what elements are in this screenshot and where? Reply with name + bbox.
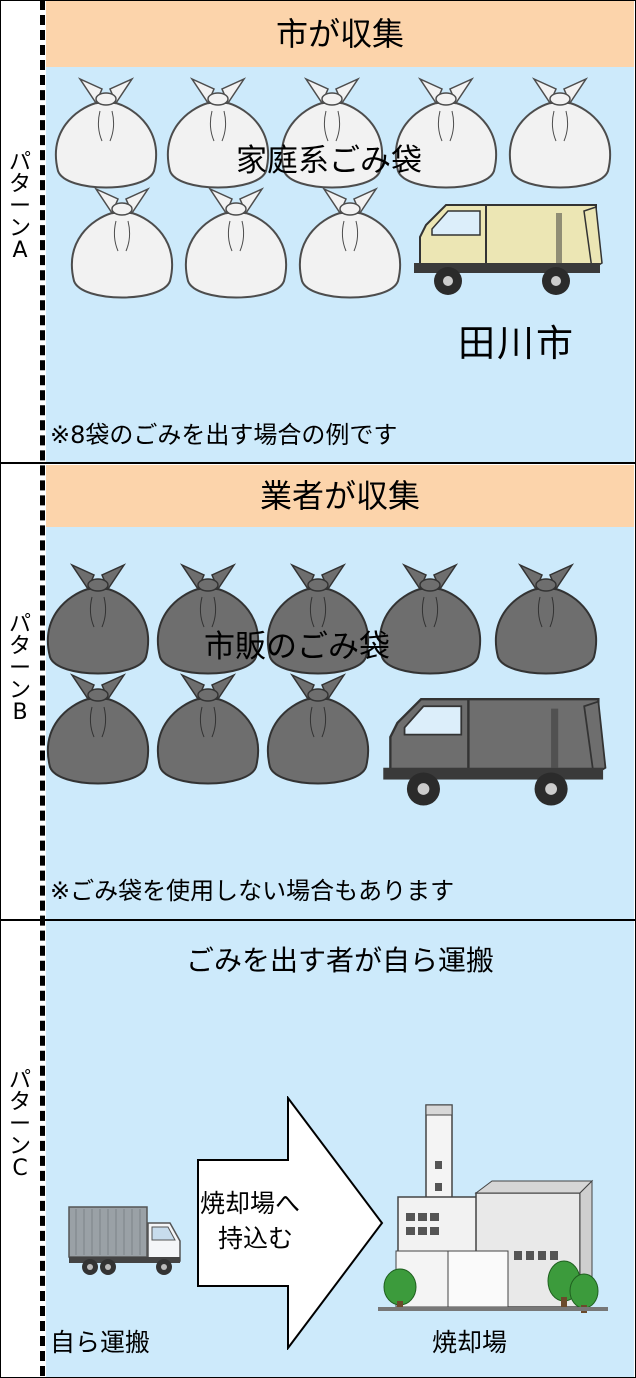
pattern-b-garbage-truck-icon (383, 698, 607, 806)
section-divider (0, 919, 636, 921)
arrow-label-line1: 焼却場へ (200, 1189, 301, 1218)
pattern-a-header: 市が収集 (46, 1, 634, 67)
garbage-bag-icon (185, 187, 287, 299)
side-label-char: ン (8, 678, 31, 703)
pattern-c-header: ごみを出す者が自ら運搬 (185, 944, 494, 977)
garbage-bag-icon (495, 563, 597, 675)
garbage-bag-icon (299, 187, 401, 299)
dashed-divider (40, 0, 45, 1376)
garbage-bag-icon (47, 563, 149, 675)
pattern-b-bags (47, 563, 597, 785)
side-label-char: パ (8, 1068, 31, 1093)
garbage-bag-icon (267, 563, 369, 675)
garbage-bag-icon (267, 673, 369, 785)
garbage-bag-icon (379, 563, 481, 675)
pattern-a-note: ※8袋のごみを出す場合の例です (50, 421, 398, 449)
pattern-b-bag-label: 市販のごみ袋 (204, 629, 390, 665)
pattern-c-panel: ごみを出す者が自ら運搬 焼却場へ 持込む 自ら運搬 (46, 921, 634, 1377)
pattern-a-collector: 田川市 (458, 322, 575, 365)
arrow-right-icon (197, 1096, 384, 1350)
garbage-bag-icon (157, 563, 259, 675)
plant-label: 焼却場 (432, 1328, 508, 1357)
pattern-a-bag-label: 家庭系ごみ袋 (236, 143, 422, 179)
side-label-char: A (12, 238, 28, 263)
garbage-bag-icon (157, 673, 259, 785)
side-label-char: B (12, 700, 28, 725)
truck-label: 自ら運搬 (50, 1328, 151, 1357)
garbage-bag-icon (509, 77, 611, 189)
side-label-char: パ (8, 150, 31, 175)
incineration-plant-icon (378, 1104, 608, 1313)
side-label-char: ー (8, 1112, 31, 1137)
side-label-char: ン (8, 1134, 31, 1159)
pattern-a-panel: 市が収集 家庭系ごみ袋 田川市 ※8袋のごみを出す場合の例です (46, 1, 634, 463)
side-label-char: タ (8, 634, 31, 659)
side-label-char: パ (8, 612, 31, 637)
garbage-bag-icon (47, 673, 149, 785)
side-label-char: ー (8, 656, 31, 681)
pattern-b-note: ※ごみ袋を使用しない場合もあります (50, 877, 455, 905)
box-truck-icon (68, 1206, 181, 1275)
section-divider (0, 462, 636, 464)
side-label-char: ー (8, 194, 31, 219)
side-label-char: タ (8, 1090, 31, 1115)
garbage-bag-icon (71, 187, 173, 299)
side-label-char: タ (8, 172, 31, 197)
garbage-bag-icon (55, 77, 157, 189)
side-label-char: C (12, 1156, 28, 1181)
garbage-bag-icon (395, 77, 497, 189)
side-label-char: ン (8, 216, 31, 241)
garbage-bag-icon (281, 77, 383, 189)
arrow-label-line2: 持込む (218, 1224, 294, 1253)
garbage-bag-icon (167, 77, 269, 189)
pattern-b-header: 業者が収集 (46, 465, 634, 527)
pattern-a-garbage-truck-icon (414, 204, 603, 295)
pattern-a-bags (55, 77, 611, 299)
pattern-b-panel: 業者が収集 市販のごみ袋 ※ごみ袋を使用しない場合もあります (46, 465, 634, 919)
